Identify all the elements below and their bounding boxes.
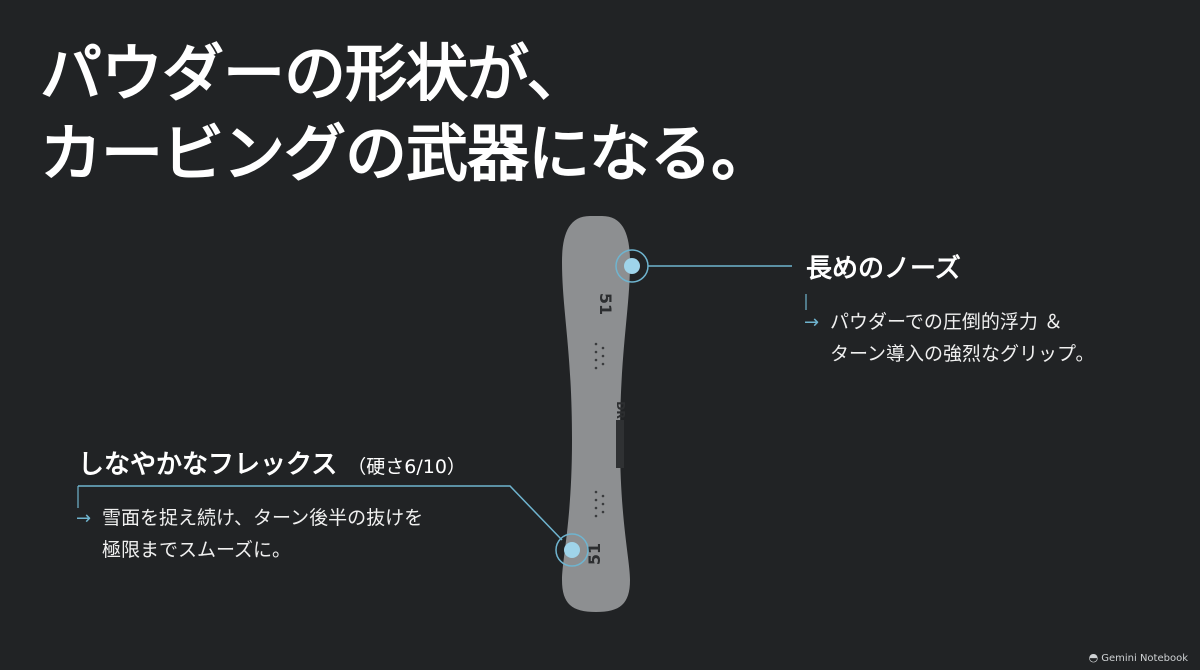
flex-callout-title: しなやかなフレックス （硬さ6/10） <box>78 444 466 481</box>
flex-callout-title-text: しなやかなフレックス <box>78 450 338 480</box>
flex-callout-line-1: 雪面を捉え続け、ターン後半の抜けを <box>102 507 424 529</box>
flex-callout-body: 雪面を捉え続け、ターン後半の抜けを 極限までスムーズに。 <box>102 502 423 566</box>
snowboard-body <box>562 216 630 612</box>
middle-mark: DR <box>614 401 627 419</box>
binding-inserts-lower <box>594 490 605 518</box>
flex-callout-subtitle: （硬さ6/10） <box>347 456 466 478</box>
headline: パウダーの形状が、 カービングの武器になる。 <box>40 34 773 194</box>
headline-line-2: カービングの武器になる。 <box>40 117 773 190</box>
spec-label <box>616 420 624 468</box>
nose-mark: 51 <box>596 293 615 315</box>
flex-leader-line <box>78 485 563 541</box>
flex-arrow-icon: → <box>76 508 92 529</box>
footer-brand-label: Gemini Notebook <box>1101 653 1188 664</box>
flex-callout-line-2: 極限までスムーズに。 <box>102 539 292 561</box>
nose-callout-body: パウダーでの圧倒的浮力 ＆ ターン導入の強烈なグリップ。 <box>830 306 1094 370</box>
flex-marker-ring <box>555 533 589 567</box>
binding-inserts-upper <box>594 342 605 370</box>
nose-callout-title: 長めのノーズ <box>806 254 961 284</box>
nose-callout-line-2: ターン導入の強烈なグリップ。 <box>830 343 1095 365</box>
nose-marker-dot <box>624 258 640 274</box>
flex-marker-dot <box>564 542 580 558</box>
notebook-logo-icon: ◓ <box>1088 651 1099 664</box>
tail-mark: 51 <box>585 543 604 565</box>
nose-callout-line-1: パウダーでの圧倒的浮力 ＆ <box>830 311 1063 333</box>
headline-line-1: パウダーの形状が、 <box>40 37 589 110</box>
nose-arrow-icon: → <box>804 312 820 333</box>
footer-brand: ◓Gemini Notebook <box>1089 651 1188 664</box>
